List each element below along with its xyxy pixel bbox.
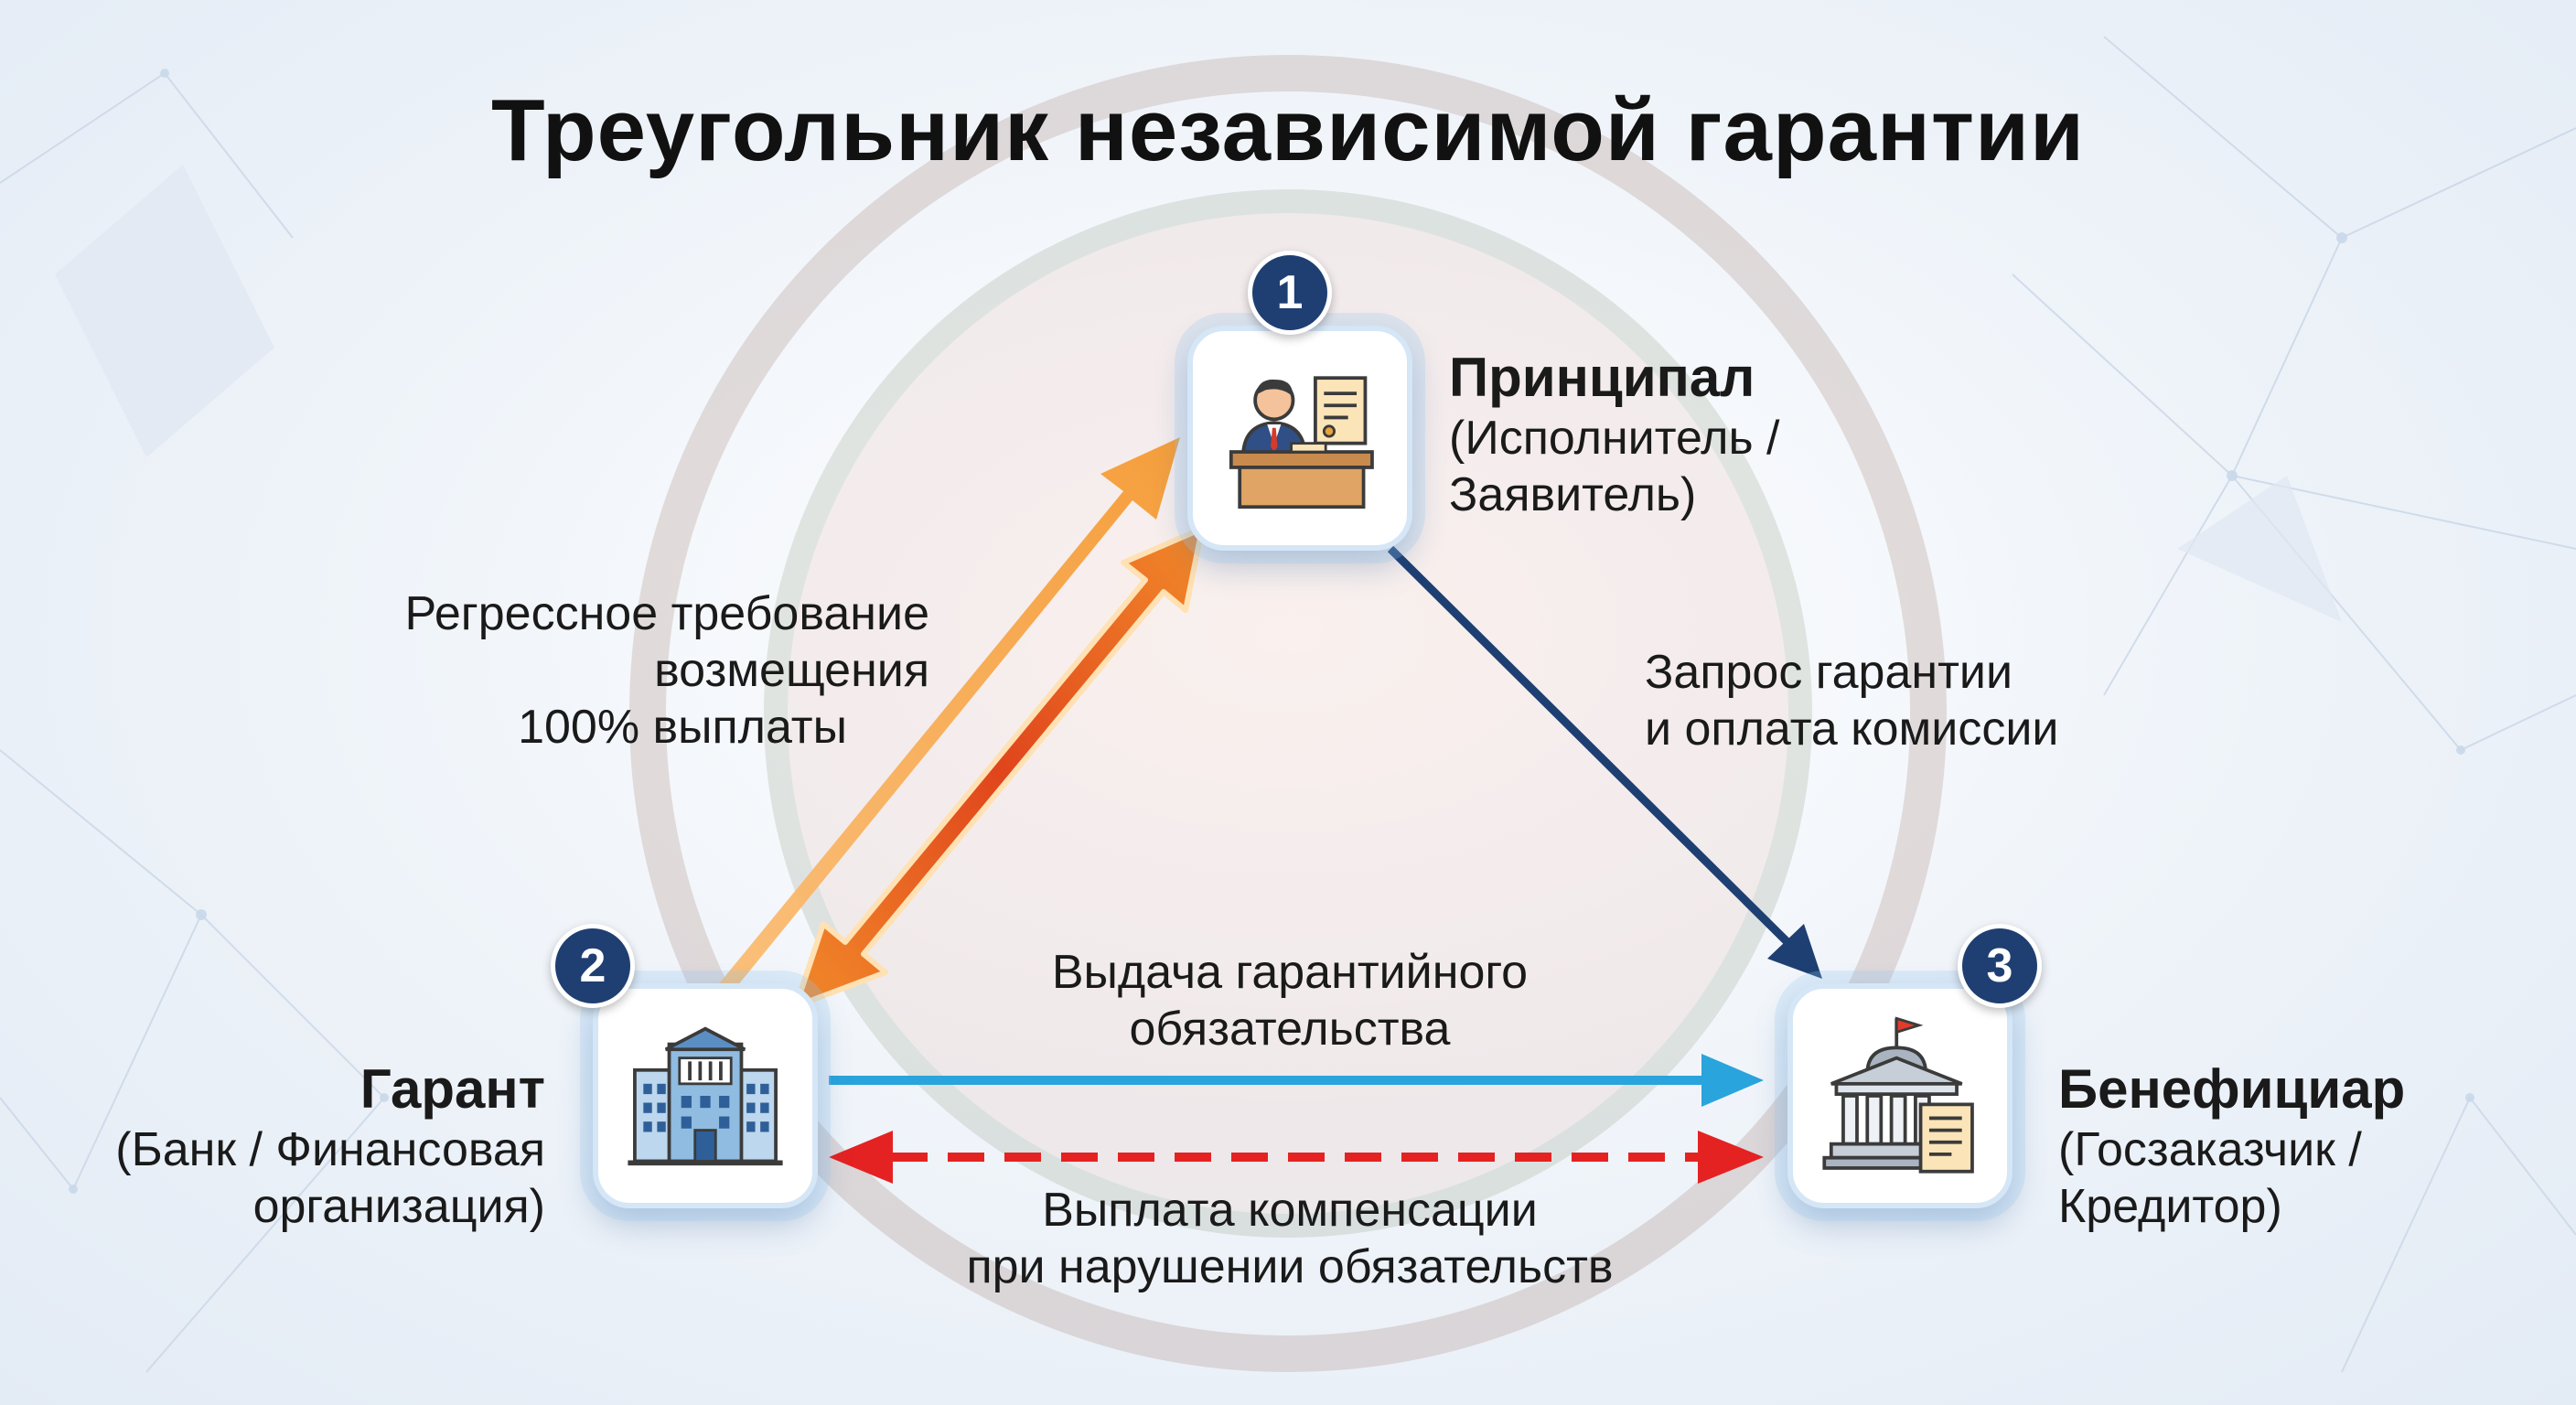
diagram-title: Треугольник независимой гарантии bbox=[491, 81, 2085, 179]
issue-line1: Выдача гарантийного bbox=[1051, 946, 1529, 999]
regress-line1: Регрессное требование bbox=[404, 587, 929, 640]
beneficiary-desc-line1: (Госзаказчик / bbox=[2058, 1123, 2362, 1176]
guarantor-desc-line1: (Банк / Финансовая bbox=[115, 1123, 545, 1176]
regress-line2: возмещения bbox=[654, 644, 929, 697]
beneficiary-number-badge: 3 bbox=[1958, 924, 2042, 1008]
regress-orange-arrow bbox=[664, 437, 1180, 1011]
guarantor-desc-line2: организация) bbox=[252, 1180, 545, 1233]
principal-desc-line2: Заявитель) bbox=[1449, 468, 1697, 521]
regress-flow-label: Регрессное требование возмещения 100% вы… bbox=[274, 585, 929, 756]
request-line1: Запрос гарантии bbox=[1645, 646, 2012, 699]
government-building-document-icon bbox=[1822, 1016, 1974, 1174]
payout-flow-label: Выплата компенсации при нарушении обязат… bbox=[878, 1182, 1701, 1295]
principal-number-badge: 1 bbox=[1248, 251, 1332, 335]
principal-node bbox=[1187, 326, 1412, 551]
guarantor-node bbox=[593, 983, 818, 1208]
beneficiary-desc-line2: Кредитор) bbox=[2058, 1180, 2282, 1233]
regress-line3: 100% выплаты bbox=[518, 701, 847, 754]
beneficiary-name: Бенефициар bbox=[2058, 1058, 2406, 1120]
request-line2: и оплата комиссии bbox=[1645, 702, 2059, 756]
bank-building-icon bbox=[628, 1026, 783, 1166]
principal-name: Принципал bbox=[1449, 347, 1755, 408]
payout-red-dashed-arrow bbox=[829, 1131, 1764, 1184]
request-navy-arrow bbox=[1387, 545, 1822, 979]
principal-label: Принципал (Исполнитель / Заявитель) bbox=[1449, 346, 1925, 523]
guarantor-name: Гарант bbox=[360, 1058, 545, 1120]
principal-desc-line1: (Исполнитель / bbox=[1449, 412, 1780, 465]
payout-line1: Выплата компенсации bbox=[1042, 1184, 1538, 1237]
issue-blue-arrow bbox=[829, 1054, 1764, 1107]
guarantor-number-badge: 2 bbox=[551, 924, 635, 1008]
payout-line2: при нарушении обязательств bbox=[966, 1240, 1614, 1293]
issue-line2: обязательства bbox=[1129, 1003, 1451, 1056]
guarantor-label: Гарант (Банк / Финансовая организация) bbox=[37, 1057, 545, 1235]
beneficiary-label: Бенефициар (Госзаказчик / Кредитор) bbox=[2058, 1057, 2552, 1235]
request-flow-label: Запрос гарантии и оплата комиссии bbox=[1645, 644, 2212, 757]
issue-flow-label: Выдача гарантийного обязательства bbox=[924, 944, 1656, 1057]
person-at-desk-icon bbox=[1229, 376, 1374, 509]
beneficiary-node bbox=[1787, 983, 2012, 1208]
